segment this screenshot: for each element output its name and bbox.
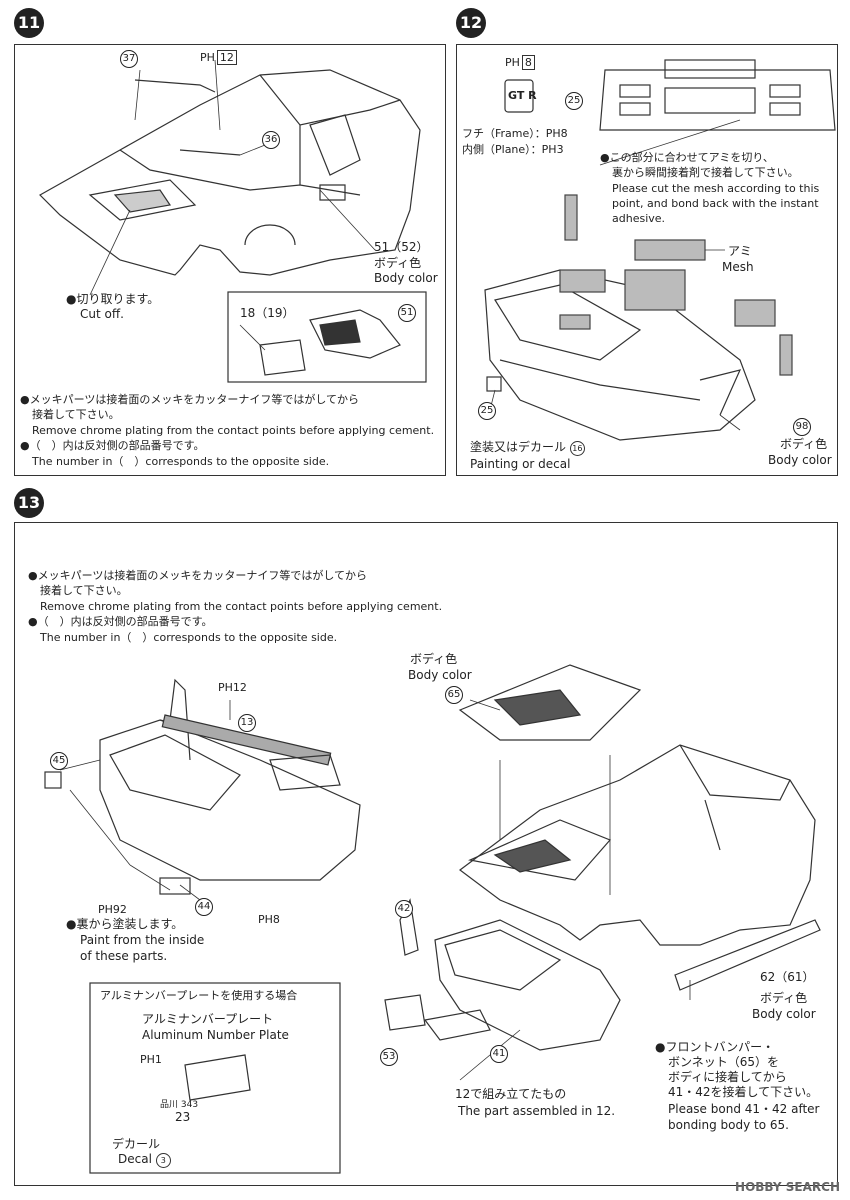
step13-plate-box-title: アルミナンバープレートを使用する場合 [100,989,298,1002]
step11-cut-off-en: Cut off. [80,307,124,321]
step13-bond-en2: bonding body to 65. [668,1118,789,1132]
plate-drawing [184,1054,251,1101]
step13-body-color-en: Body color [408,668,472,682]
step13-part-65: 65 [445,686,463,704]
step11-inset-18-19: 18（19） [240,306,295,320]
step13-car-body-drawing [458,664,821,991]
step13-note1-jp2: 接着して下さい。 [40,584,128,597]
step13-plate-text1: 品川 343 [160,1100,199,1110]
step12-part-98: 98 [793,418,811,436]
step11-note2-en: The number in（ ）corresponds to the oppos… [32,455,330,468]
step11-note1-en: Remove chrome plating from the contact p… [32,424,435,437]
step13-paint-inside-en1: Paint from the inside [80,933,205,947]
step11-cut-off-jp: ●切り取ります。 [66,292,160,306]
step13-decal-jp: デカール [112,1137,161,1151]
step13-panel [14,522,838,1186]
step13-part-62-61: 62（61） [760,970,815,984]
step13-ph8: PH8 [258,913,280,926]
step13-plate-en: Aluminum Number Plate [142,1028,289,1042]
step12-frame-line: フチ（Frame）：PH8 [462,127,568,140]
step12-mesh-note-jp1: ●この部分に合わせてアミを切り、 [600,151,774,164]
step13-plate-jp: アルミナンバープレート [142,1012,274,1026]
step13-front-bumper-drawing [44,678,361,895]
step12-plane-line: 内側（Plane）：PH3 [462,143,564,156]
step11-part-51-52: 51（52） [374,240,429,254]
step13-assembled-jp: 12で組み立てたもの [455,1087,567,1101]
step11-inset-box [227,291,427,383]
step11-note1-jp2: 接着して下さい。 [32,408,120,421]
step12-number: 12 [456,8,486,38]
step13-note1-jp: ●メッキパーツは接着面のメッキをカッターナイフ等ではがしてから [28,569,368,582]
step12-part-25b: 25 [478,402,496,420]
step13-ph12: PH12 [218,681,247,694]
step11-panel [14,44,446,476]
step11-part-37: 37 [120,50,138,68]
step12-body-color-en: Body color [768,453,832,467]
step13-note1-en: Remove chrome plating from the contact p… [40,600,443,613]
hobby-search-watermark: HOBBY SEARCH [735,1180,840,1194]
step13-lower-bumper-drawing [384,898,621,1051]
step13-paint-inside-en2: of these parts. [80,949,168,963]
step13-ph92: PH92 [98,903,127,916]
step13-body-color2-en: Body color [752,1007,816,1021]
step13-part-13: 13 [238,714,256,732]
step11-mirror-drawing [259,309,401,376]
step13-part-44: 44 [195,898,213,916]
step11-car-body-drawing [39,69,421,276]
step13-assembled-en: The part assembled in 12. [458,1104,616,1118]
step12-paint-en: Painting or decal [470,457,571,471]
step12-mesh-note-jp2: 裏から瞬間接着剤で接着して下さい。 [612,166,799,179]
step12-mesh-jp: アミ [728,244,752,258]
step13-decal-en: Decal 3 [118,1152,171,1168]
step12-grille-drawing [504,59,836,131]
step13-part-45: 45 [50,752,68,770]
step12-mesh-pieces [559,194,793,376]
step11-part-36: 36 [262,131,280,149]
step13-bond-jp3: ボディに接着してから [668,1070,787,1084]
step11-body-color-en: Body color [374,271,438,285]
step11-number: 11 [14,8,44,38]
step13-bond-jp1: ●フロントバンパー・ [655,1040,775,1054]
step13-paint-inside-jp: ●裏から塗装します。 [66,917,184,931]
step13-ph1: PH1 [140,1053,162,1066]
step12-bumper-drawing [484,269,756,441]
step12-mesh-note-en1: Please cut the mesh according to this [612,182,820,195]
step13-bond-jp4: 41・42を接着して下さい。 [668,1085,819,1099]
step12-mesh-note-en3: adhesive. [612,212,666,225]
step11-note2-jp: ●（ ）内は反対側の部品番号です。 [20,439,205,452]
step12-mesh-en: Mesh [722,260,754,274]
step13-plate-box [89,982,341,1174]
step13-bond-en1: Please bond 41・42 after [668,1102,820,1116]
step13-part-41: 41 [490,1045,508,1063]
step12-mesh-note-en2: point, and bond back with the instant [612,197,819,210]
step12-part-25: 25 [565,92,583,110]
step11-inset-51: 51 [398,304,416,322]
step13-body-color-jp: ボディ色 [410,652,458,666]
step12-gtr-badge: GT R [508,89,537,102]
step13-plate-text2: 23 [175,1110,191,1124]
step13-bond-jp2: ボンネット（65）を [668,1055,780,1069]
step13-note2-jp: ●（ ）内は反対側の部品番号です。 [28,615,213,628]
step12-body-color-jp: ボディ色 [780,437,828,451]
step13-body-color2-jp: ボディ色 [760,991,808,1005]
step13-number: 13 [14,488,44,518]
step13-part-53: 53 [380,1048,398,1066]
step13-note2-en: The number in（ ）corresponds to the oppos… [40,631,338,644]
step11-body-color-jp: ボディ色 [374,256,422,270]
step11-note1-jp: ●メッキパーツは接着面のメッキをカッターナイフ等ではがしてから [20,393,360,406]
step13-part-42: 42 [395,900,413,918]
step12-paint-jp: 塗装又はデカール 16 [470,440,585,456]
